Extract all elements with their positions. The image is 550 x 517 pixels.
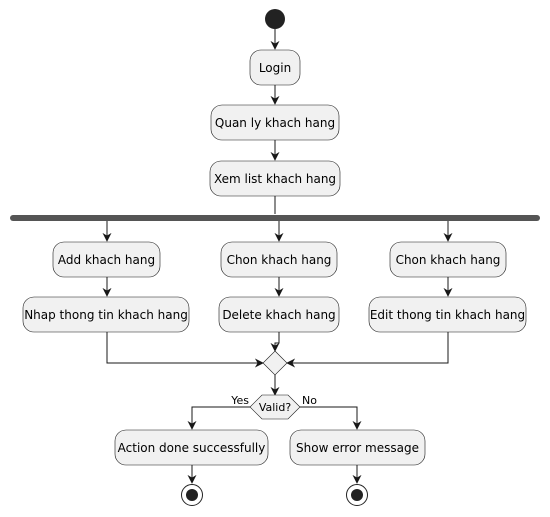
action-delete-label: Delete khach hang (222, 308, 335, 322)
action-edit-label: Edit thong tin khach hang (370, 308, 525, 322)
action-login: Login (249, 49, 301, 86)
branch-no-label: No (302, 394, 317, 407)
action-add-label: Add khach hang (58, 253, 155, 267)
action-delete-khach-hang: Delete khach hang (218, 296, 340, 333)
action-xem-list-khach-hang: Xem list khach hang (209, 160, 341, 197)
action-quan-ly-khach-hang: Quan ly khach hang (210, 104, 340, 141)
end-node-error (346, 484, 368, 506)
action-chon-1-label: Chon khach hang (227, 253, 332, 267)
merge-diamond (262, 350, 288, 376)
branch-yes-label: Yes (230, 394, 249, 407)
action-nhap-label: Nhap thong tin khach hang (24, 308, 188, 322)
action-nhap-thong-tin: Nhap thong tin khach hang (22, 296, 190, 333)
action-quan-ly-label: Quan ly khach hang (215, 116, 335, 130)
action-xem-list-label: Xem list khach hang (214, 172, 336, 186)
action-done-label: Action done successfully (118, 441, 266, 455)
action-chon-khach-hang-2: Chon khach hang (389, 241, 507, 278)
fork-bar (10, 215, 540, 221)
action-add-khach-hang: Add khach hang (52, 241, 161, 278)
decision-valid-label: Valid? (259, 401, 292, 414)
action-login-label: Login (259, 61, 291, 75)
action-edit-thong-tin: Edit thong tin khach hang (368, 296, 527, 333)
action-done-successfully: Action done successfully (114, 429, 269, 466)
action-show-error: Show error message (289, 429, 426, 466)
action-error-label: Show error message (296, 441, 419, 455)
edges (102, 29, 453, 484)
end-node-success (181, 484, 203, 506)
decision-valid (249, 394, 301, 420)
start-node (265, 9, 285, 29)
action-chon-khach-hang-1: Chon khach hang (220, 241, 338, 278)
action-chon-2-label: Chon khach hang (396, 253, 501, 267)
